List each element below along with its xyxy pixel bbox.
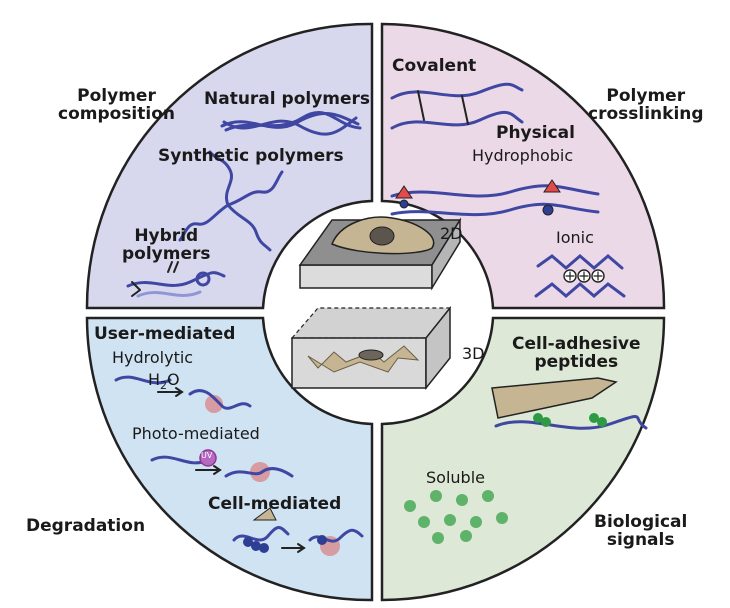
biological-title: Biological signals bbox=[594, 512, 688, 550]
user-mediated-label: User-mediated bbox=[94, 324, 236, 344]
natural-polymer-bundle-icon bbox=[220, 111, 362, 136]
degradation-title: Degradation bbox=[26, 516, 146, 536]
hydrophobic-crosslink-icon bbox=[390, 179, 600, 217]
photo-mediated-label: Photo-mediated bbox=[132, 424, 260, 443]
covalent-crosslink-icon bbox=[390, 82, 524, 130]
composition-title: Polymer composition bbox=[58, 86, 175, 124]
hybrid-polymers-label: Hybrid polymers bbox=[122, 226, 211, 264]
water-label: H2O bbox=[148, 370, 180, 393]
hydrophobic-label: Hydrophobic bbox=[472, 146, 574, 165]
hydrolytic-label: Hydrolytic bbox=[112, 348, 194, 367]
physical-label: Physical bbox=[496, 123, 575, 143]
culture-3d-gel bbox=[290, 305, 452, 391]
soluble-factor-dots bbox=[404, 490, 508, 544]
quadrant-polymer-composition bbox=[85, 22, 374, 310]
label-3d: 3D bbox=[462, 344, 485, 363]
synthetic-polymers-label: Synthetic polymers bbox=[158, 146, 344, 166]
cell-adhesive-peptides-icon bbox=[491, 377, 648, 430]
hybrid-polymer-icon bbox=[126, 261, 226, 298]
crosslinking-title: Polymer crosslinking bbox=[588, 86, 704, 124]
nucleus-2d bbox=[369, 226, 395, 246]
cell-adhesive-peptides-label: Cell-adhesive peptides bbox=[512, 334, 641, 372]
ionic-label: Ionic bbox=[556, 228, 594, 247]
nucleus-3d bbox=[358, 349, 384, 361]
covalent-label: Covalent bbox=[392, 56, 477, 76]
cell-mediated-label: Cell-mediated bbox=[208, 494, 342, 514]
hydrolytic-degradation-icon bbox=[114, 375, 252, 413]
ionic-crosslink-icon bbox=[534, 254, 626, 298]
soluble-label: Soluble bbox=[426, 468, 485, 487]
cell-mediated-degradation-icon bbox=[232, 507, 364, 556]
quadrant-degradation bbox=[85, 316, 374, 602]
photo-degradation-icon bbox=[150, 449, 294, 482]
natural-polymers-label: Natural polymers bbox=[204, 89, 371, 109]
label-2d: 2D bbox=[440, 224, 463, 243]
uv-label: UV bbox=[201, 451, 213, 460]
synthetic-polymer-star-icon bbox=[178, 150, 284, 252]
culture-2d-substrate bbox=[298, 216, 462, 291]
